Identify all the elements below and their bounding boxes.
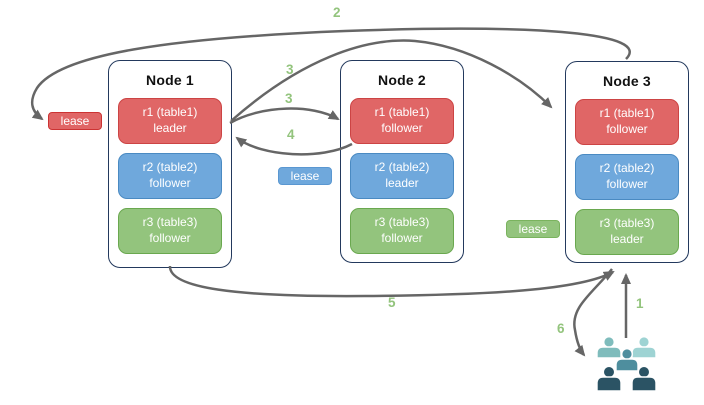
- node-3-replica-r3: r3 (table3) leader: [575, 209, 679, 255]
- replica-role: follower: [381, 121, 423, 135]
- node-1-title: Node 1: [146, 71, 194, 88]
- user-front-right: [631, 365, 657, 392]
- node-3-title: Node 3: [603, 72, 651, 89]
- step-label-3-node3: 3: [286, 62, 294, 77]
- step-label-4: 4: [287, 127, 295, 142]
- step-label-3-node2: 3: [285, 91, 293, 106]
- node-3: Node 3 r1 (table1) follower r2 (table2) …: [565, 61, 689, 263]
- node-2-replica-r3: r3 (table3) follower: [350, 208, 454, 254]
- replica-name: r1 (table1): [599, 106, 655, 121]
- replica-role: follower: [606, 122, 648, 136]
- lease-badge-table2: lease: [278, 167, 332, 185]
- user-front-left: [596, 365, 622, 392]
- node-1: Node 1 r1 (table1) leader r2 (table2) fo…: [108, 60, 232, 268]
- replica-role: follower: [381, 231, 423, 245]
- node-2: Node 2 r1 (table1) follower r2 (table2) …: [340, 60, 464, 263]
- replica-name: r3 (table3): [142, 215, 198, 230]
- step-label-5: 5: [388, 295, 396, 310]
- user-middle: [615, 348, 639, 372]
- step-label-1: 1: [636, 296, 644, 311]
- replica-name: r3 (table3): [374, 215, 430, 230]
- node-2-replica-r2: r2 (table2) leader: [350, 153, 454, 199]
- replica-name: r1 (table1): [142, 105, 198, 120]
- replica-name: r2 (table2): [142, 160, 198, 175]
- lease-badge-table3: lease: [506, 220, 560, 238]
- replica-name: r2 (table2): [599, 161, 655, 176]
- user-back-left: [596, 335, 622, 359]
- replica-role: follower: [606, 177, 648, 191]
- replica-name: r3 (table3): [599, 216, 655, 231]
- arrow-step3-node1-to-node2: [229, 107, 340, 125]
- node-2-title: Node 2: [378, 71, 426, 88]
- node-3-replica-r2: r2 (table2) follower: [575, 154, 679, 200]
- node-3-replica-r1: r1 (table1) follower: [575, 99, 679, 145]
- node-1-replica-r3: r3 (table3) follower: [118, 208, 222, 254]
- node-1-replica-r1: r1 (table1) leader: [118, 98, 222, 144]
- replica-role: leader: [610, 232, 644, 246]
- user-back-right: [631, 335, 657, 359]
- replica-role: follower: [149, 176, 191, 190]
- replica-name: r2 (table2): [374, 160, 430, 175]
- replica-role: leader: [153, 121, 187, 135]
- node-1-replica-r2: r2 (table2) follower: [118, 153, 222, 199]
- lease-badge-table1: lease: [48, 112, 102, 130]
- node-2-replica-r1: r1 (table1) follower: [350, 98, 454, 144]
- arrow-step5-node1-to-node3: [168, 265, 615, 298]
- step-label-6: 6: [557, 321, 565, 336]
- replica-role: leader: [385, 176, 419, 190]
- users-group-icon: [596, 335, 657, 392]
- step-label-2: 2: [333, 5, 341, 20]
- replica-role: follower: [149, 231, 191, 245]
- replica-name: r1 (table1): [374, 105, 430, 120]
